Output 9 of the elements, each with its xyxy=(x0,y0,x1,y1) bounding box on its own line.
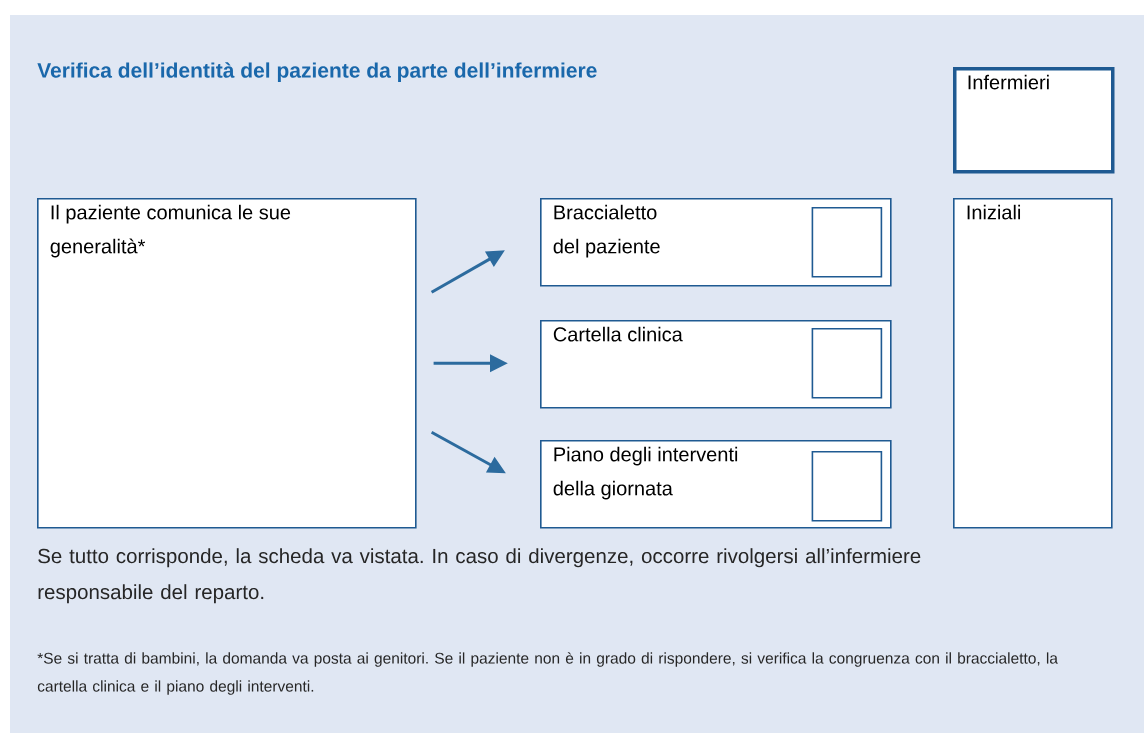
title: Verifica dell’identità del paziente da parte dell’infermiere xyxy=(37,62,597,82)
heading-box: Infermieri xyxy=(953,67,1115,174)
paragraph: Se tutto corrisponde, la scheda va vistata. In caso di divergenze, occorre rivolgersi all’infermiere responsabile del reparto. xyxy=(38,548,921,604)
checkbox xyxy=(811,328,883,399)
checkbox xyxy=(811,450,883,522)
text-box: Il paziente comunica le sue generalità* xyxy=(37,198,417,529)
text-box: Iniziali xyxy=(953,198,1113,529)
checkbox xyxy=(811,207,883,278)
footnote: *Se si tratta di bambini, la domanda va posta ai genitori. Se il paziente non è in grado di rispondere, si verifica la congruenza con il braccialetto, la cartella clinica e il piano degli interventi. xyxy=(37,652,1058,695)
